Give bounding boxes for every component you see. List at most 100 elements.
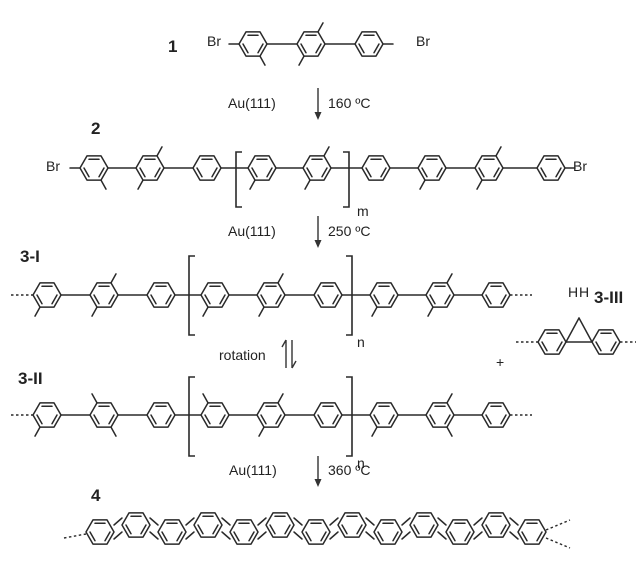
c2-ring-4-double-bond-1 xyxy=(306,167,313,178)
bracket-c2-left xyxy=(235,151,242,208)
compound-1-label: 1 xyxy=(168,37,177,56)
c4-ring-2 xyxy=(157,519,187,545)
c3iii-ring-1-double-bond-1 xyxy=(595,341,602,352)
c3i-ring-5-double-bond-0 xyxy=(332,294,339,305)
c3iii-ring-0-double-bond-1 xyxy=(541,341,548,352)
repeat-subscript-n-top: n xyxy=(357,334,365,350)
c4-fuse-bottom-4 xyxy=(221,531,231,540)
step-3-arrow xyxy=(314,456,322,487)
c4-ring-5-double-bond-1 xyxy=(269,524,276,535)
c4-ring-2-double-bond-1 xyxy=(161,531,168,542)
c3ii-ring-5-double-bond-0 xyxy=(332,414,339,425)
c3i-ring-4-double-bond-0 xyxy=(275,294,282,305)
c4-fuse-top-1 xyxy=(113,517,123,526)
c3ii-ring-3-double-bond-0 xyxy=(219,414,226,425)
c4-ring-5 xyxy=(265,512,295,538)
c4-ring-10 xyxy=(445,519,475,545)
c3ii-ring-8-double-bond-1 xyxy=(485,414,492,425)
c3i-ring-8-double-bond-0 xyxy=(500,294,507,305)
c3ii-methyl-up-7 xyxy=(446,393,453,404)
c4-fuse-bottom-3 xyxy=(185,531,195,540)
c1-ring-1-double-bond-0 xyxy=(315,43,322,54)
c4-ring-6-double-bond-0 xyxy=(320,531,327,542)
c4-ring-12-double-bond-1 xyxy=(521,531,528,542)
c4-fuse-top-2 xyxy=(149,517,159,526)
step-1-condition: 160 ºC xyxy=(328,95,370,111)
c3ii-methyl-up-3 xyxy=(202,393,209,404)
c2-methyl-up-1 xyxy=(156,146,163,157)
c4-fuse-bottom-12 xyxy=(509,531,519,540)
c3ii-ring-0-double-bond-1 xyxy=(36,414,43,425)
c4-fuse-bottom-1 xyxy=(113,531,123,540)
c4-ring-1-double-bond-1 xyxy=(125,524,132,535)
c4-ring-10-double-bond-0 xyxy=(464,531,471,542)
step-3-condition: 360 ºC xyxy=(328,462,370,478)
c2-methyl-up-4 xyxy=(323,146,330,157)
c2-ring-8-double-bond-0 xyxy=(555,167,562,178)
c2-ring-2-double-bond-1 xyxy=(196,167,203,178)
c3ii-methyl-down-0 xyxy=(34,426,41,437)
step-2-arrow xyxy=(314,216,322,248)
c3i-methyl-down-0 xyxy=(34,306,41,317)
repeat-subscript-m: m xyxy=(357,203,369,219)
c4-fuse-top-11 xyxy=(473,517,483,526)
c1-methyl-down-0 xyxy=(259,55,266,66)
c4-ring-11 xyxy=(481,512,511,538)
c3i-ring-6-double-bond-1 xyxy=(373,294,380,305)
c1-ring-2-double-bond-0 xyxy=(373,43,380,54)
c2-methyl-down-6 xyxy=(419,179,426,190)
c3ii-ring-2-double-bond-0 xyxy=(165,414,172,425)
c2-ring-3-double-bond-0 xyxy=(266,167,273,178)
c3ii-methyl-up-1 xyxy=(91,393,98,404)
c4-ring-6 xyxy=(301,519,331,545)
c3iii-ring-0-double-bond-0 xyxy=(556,341,563,352)
repeat-subscript-n-bottom: n xyxy=(357,455,365,471)
c3i-methyl-down-4 xyxy=(258,306,265,317)
c4-ring-1 xyxy=(121,512,151,538)
c3i-methyl-up-7 xyxy=(446,273,453,284)
c2-ring-1-double-bond-1 xyxy=(139,167,146,178)
c4-ring-9-double-bond-1 xyxy=(413,524,420,535)
c4-fuse-bottom-6 xyxy=(293,531,303,540)
c4-fuse-top-5 xyxy=(257,517,267,526)
c2-ring-3-double-bond-1 xyxy=(251,167,258,178)
hydrogen-atom-1: H xyxy=(568,284,578,300)
c3i-methyl-down-7 xyxy=(427,306,434,317)
c3i-ring-2-double-bond-0 xyxy=(165,294,172,305)
bromine-atom-c1-right: Br xyxy=(416,33,430,49)
c3ii-methyl-down-7 xyxy=(446,426,453,437)
bromine-atom-c2-right: Br xyxy=(573,158,587,174)
c3i-ring-0-double-bond-1 xyxy=(36,294,43,305)
c4-ring-0-double-bond-0 xyxy=(104,531,111,542)
c4-ring-3-double-bond-1 xyxy=(197,524,204,535)
c4-ring-0 xyxy=(85,519,115,545)
c4-fuse-top-12 xyxy=(509,517,519,526)
c3i-ring-0-double-bond-0 xyxy=(51,294,58,305)
c4-fuse-top-9 xyxy=(401,517,411,526)
compound-3iii-label: 3-III xyxy=(594,288,623,307)
c2-ring-0-double-bond-0 xyxy=(98,167,105,178)
c3i-ring-2-double-bond-1 xyxy=(150,294,157,305)
c3ii-ring-0-double-bond-0 xyxy=(51,414,58,425)
step-1-arrow xyxy=(314,88,322,120)
c3iii-ch2-right xyxy=(578,317,593,343)
c1-methyl-down-1 xyxy=(298,55,305,66)
c4-fuse-top-3 xyxy=(185,517,195,526)
c4-ring-8-double-bond-0 xyxy=(392,531,399,542)
c3i-ring-1-double-bond-0 xyxy=(108,294,115,305)
step-1-reagent: Au(111) xyxy=(228,95,276,111)
c2-ring-6-double-bond-1 xyxy=(421,167,428,178)
equilibrium-arrows xyxy=(281,339,297,369)
c3ii-ring-2-double-bond-1 xyxy=(150,414,157,425)
c4-end-right-bottom xyxy=(545,537,571,549)
c3ii-ring-6-double-bond-0 xyxy=(388,414,395,425)
c3i-ring-3-double-bond-1 xyxy=(204,294,211,305)
c3ii-ring-6-double-bond-1 xyxy=(373,414,380,425)
c3i-methyl-down-3 xyxy=(202,306,209,317)
compound-3ii-label: 3-II xyxy=(18,369,43,388)
c3ii-ring-4-double-bond-1 xyxy=(260,414,267,425)
c2-methyl-down-0 xyxy=(100,179,107,190)
c4-ring-11-double-bond-1 xyxy=(485,524,492,535)
bracket-c3i-right xyxy=(346,255,353,336)
c4-ring-3 xyxy=(193,512,223,538)
